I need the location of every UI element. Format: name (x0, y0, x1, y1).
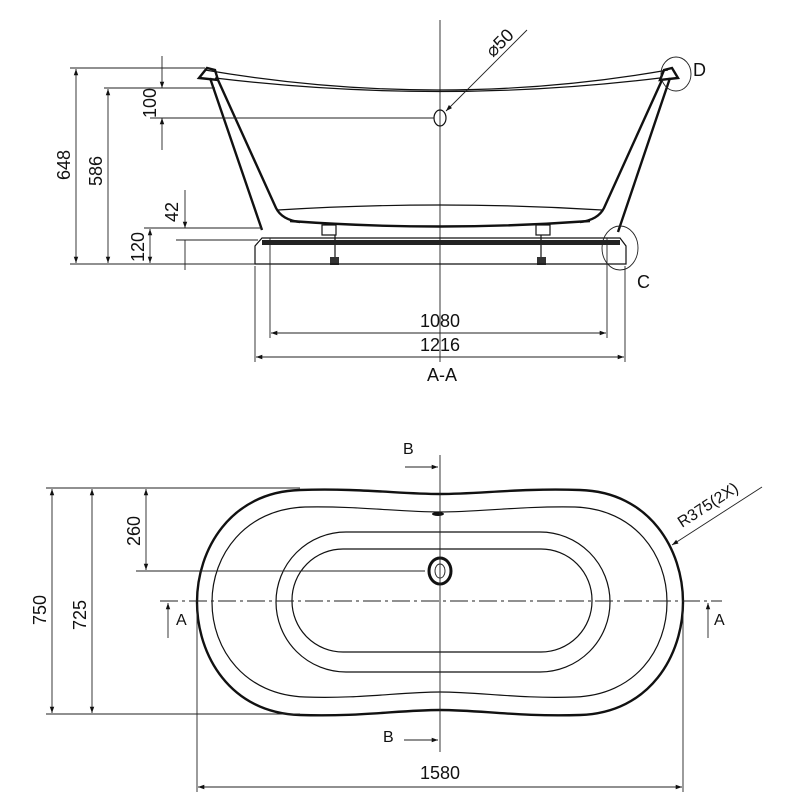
base-plinth (254, 237, 627, 265)
radius-leader (671, 486, 763, 546)
bath-floor (277, 204, 603, 211)
right-foot (535, 224, 551, 265)
left-foot (321, 224, 339, 265)
dim-586: 586 (86, 156, 106, 186)
base-band (262, 240, 620, 245)
plan-view: A A B B 750 725 260 1580 R375(2X) (30, 441, 763, 792)
overflow-slot (432, 512, 444, 516)
dim-1580: 1580 (420, 763, 460, 783)
section-marker-b-bottom: B (383, 729, 394, 746)
left-wall (208, 77, 301, 231)
dim-42: 42 (162, 202, 182, 222)
overflow-diameter-label: ⌀50 (482, 25, 518, 61)
detail-label-c: C (637, 272, 650, 292)
section-view: ⌀50 D C 648 586 100 42 120 1080 1216 A (54, 20, 706, 385)
dim-1216: 1216 (420, 335, 460, 355)
dim-648: 648 (54, 150, 74, 180)
basin-ring (275, 531, 611, 673)
right-rim-lip (658, 66, 680, 82)
dim-725: 725 (70, 600, 90, 630)
dim-radius: R375(2X) (675, 480, 742, 532)
dim-260: 260 (124, 516, 144, 546)
section-marker-a-right: A (714, 612, 725, 629)
section-marker-a-left: A (176, 612, 187, 629)
bath-bottom (289, 219, 591, 228)
tub-outline (195, 488, 685, 717)
dim-1080: 1080 (420, 311, 460, 331)
rim-inner-ring (211, 506, 668, 698)
dim-120: 120 (128, 232, 148, 262)
section-title: A-A (427, 365, 457, 385)
detail-circle-c (601, 225, 639, 271)
dim-100: 100 (140, 88, 160, 118)
detail-label-d: D (693, 60, 706, 80)
detail-circle-d (660, 56, 692, 92)
dim-750: 750 (30, 595, 50, 625)
section-marker-b-top: B (403, 441, 414, 458)
rim-inner-edge (214, 77, 661, 93)
overflow-leader (445, 29, 528, 112)
rim-top-edge (204, 69, 669, 91)
